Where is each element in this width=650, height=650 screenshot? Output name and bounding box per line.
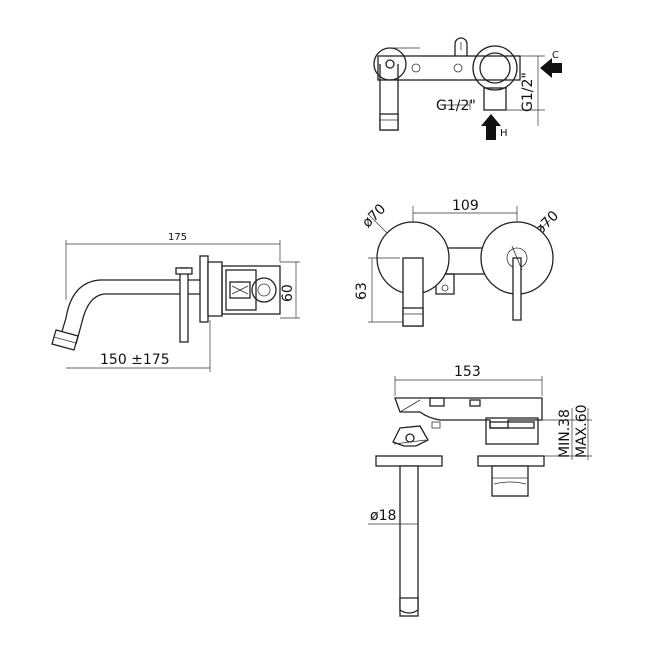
cold-inlet-arrow: C — [540, 50, 562, 78]
section-max-label: MAX.60 — [574, 404, 590, 458]
thread-horizontal-label: G1/2" — [436, 98, 476, 114]
hot-inlet-arrow: H — [481, 114, 508, 140]
cold-label: C — [552, 50, 559, 61]
thread-dimension-horizontal: G1/2" — [436, 98, 476, 114]
side-projection-label: 150 ±175 — [100, 352, 170, 368]
side-height-label: 60 — [280, 284, 296, 302]
front-left-diameter-label: ø70 — [359, 201, 389, 231]
side-total-length-label: 175 — [168, 232, 187, 243]
front-view: 109 ø70 ø70 63 — [354, 198, 562, 327]
spout-diameter-label: ø18 — [370, 508, 396, 524]
side-view: 175 60 150 ±175 — [51, 232, 300, 372]
front-spacing-label: 109 — [452, 198, 479, 214]
hot-label: H — [500, 128, 508, 139]
thread-vertical-label: G1/2" — [520, 72, 536, 112]
body-top-view — [373, 37, 521, 131]
thread-dimension-vertical: G1/2" — [506, 55, 545, 126]
section-min-label: MIN.38 — [557, 409, 573, 458]
section-width-label: 153 — [454, 364, 481, 380]
front-height-label: 63 — [354, 282, 370, 300]
section-view: 153 ø18 MIN.38 MAX.60 — [368, 364, 592, 617]
